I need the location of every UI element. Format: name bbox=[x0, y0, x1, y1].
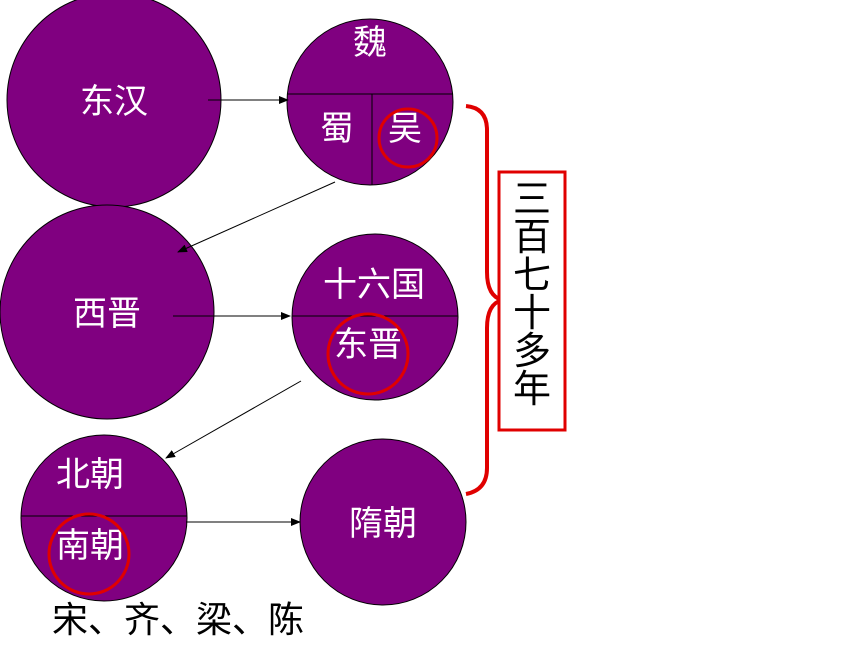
highlight-nanchao bbox=[47, 512, 131, 596]
red-brace bbox=[465, 104, 510, 496]
span-label-char-5: 多 bbox=[513, 329, 551, 373]
southern-dynasties-caption: 宋、齐、梁、陈 bbox=[52, 600, 304, 641]
circle-shiliuguo-dongjin bbox=[291, 233, 459, 401]
label-xijin: 西晋 bbox=[73, 294, 141, 334]
label-wei: 魏 bbox=[353, 23, 387, 63]
label-nanchao: 南朝 bbox=[56, 526, 124, 566]
circle-xijin bbox=[0, 204, 215, 420]
highlight-wu bbox=[377, 107, 439, 169]
label-beichao: 北朝 bbox=[56, 455, 124, 495]
label-shu: 蜀 bbox=[320, 109, 354, 149]
highlight-dongjin bbox=[326, 312, 410, 396]
label-donghan: 东汉 bbox=[80, 82, 148, 122]
span-label-char-3: 七 bbox=[513, 253, 551, 297]
label-wu: 吴 bbox=[388, 109, 422, 149]
label-dongjin: 东晋 bbox=[334, 325, 402, 365]
span-label-box bbox=[497, 170, 567, 432]
span-label-char-2: 百 bbox=[513, 215, 551, 259]
label-suichao: 隋朝 bbox=[349, 504, 417, 544]
arrow-dongjin-to-north-south bbox=[165, 380, 302, 459]
span-label-char-6: 年 bbox=[513, 367, 551, 411]
span-label-char-4: 十 bbox=[513, 291, 551, 335]
arrow-three-kingdoms-to-xijin bbox=[177, 181, 336, 253]
span-label-char-1: 三 bbox=[513, 177, 551, 221]
label-shiliuguo: 十六国 bbox=[323, 265, 425, 305]
